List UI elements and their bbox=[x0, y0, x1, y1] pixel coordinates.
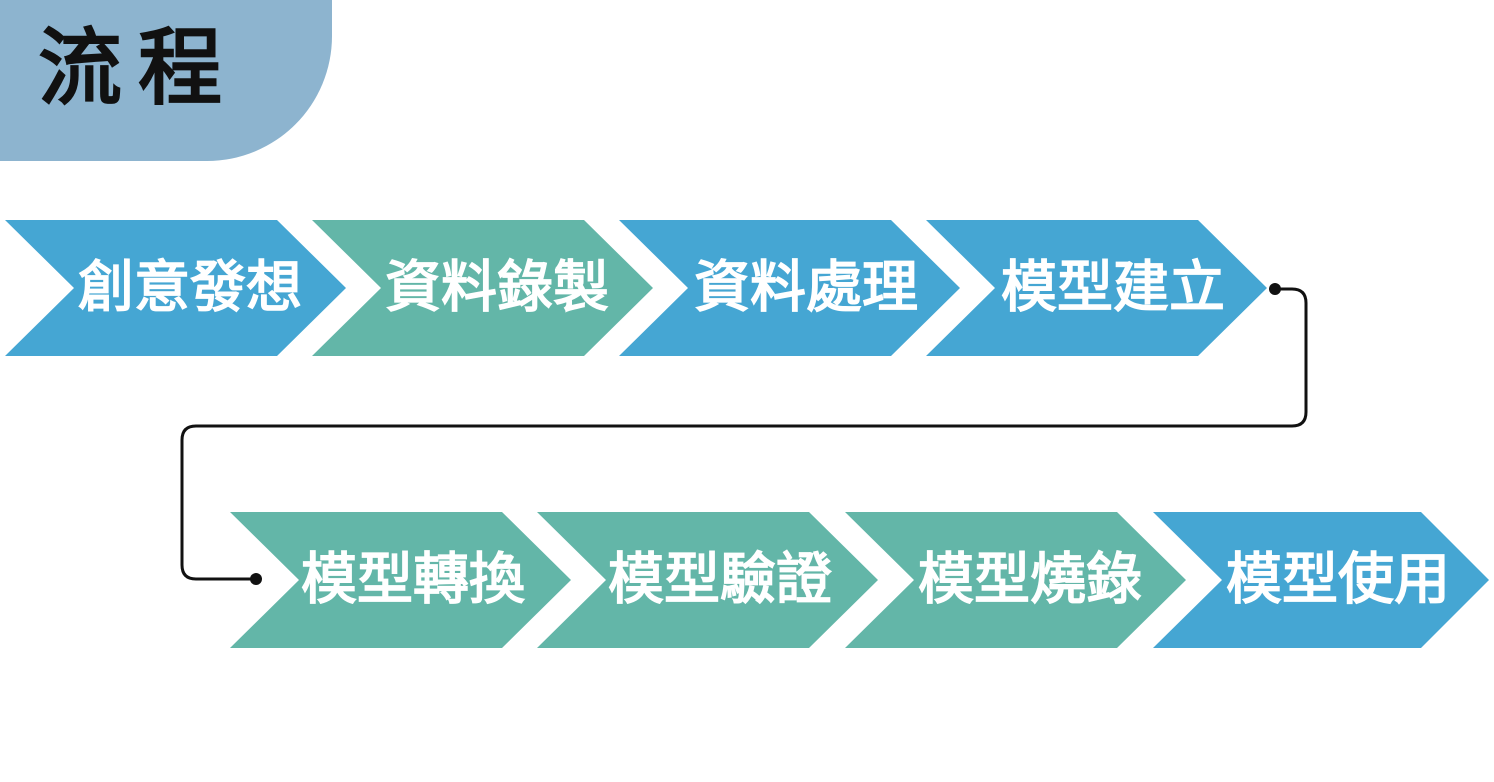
step-label: 模型使用 bbox=[1226, 548, 1450, 613]
flow-step-3: 資料處理 bbox=[619, 220, 960, 356]
chevron-shape bbox=[1153, 512, 1489, 648]
step-label: 模型燒錄 bbox=[918, 548, 1142, 613]
flow-step-2: 資料錄製 bbox=[312, 220, 653, 356]
chevron-shape bbox=[5, 220, 346, 356]
flow-step-1: 創意發想 bbox=[5, 220, 346, 356]
chevron-shape bbox=[845, 512, 1186, 648]
page-title: 流程 bbox=[38, 19, 239, 117]
step-label: 資料處理 bbox=[694, 256, 918, 321]
step-label: 模型轉換 bbox=[301, 548, 526, 613]
flow-connector bbox=[180, 287, 1308, 581]
flow-step-7: 模型燒錄 bbox=[845, 512, 1186, 648]
step-label: 資料錄製 bbox=[385, 256, 609, 321]
chevron-shape bbox=[312, 220, 653, 356]
step-label: 創意發想 bbox=[78, 256, 302, 321]
connector-end-dot bbox=[250, 573, 262, 585]
title-tab: 流程 bbox=[0, 0, 332, 161]
connector-start-dot bbox=[1269, 283, 1281, 295]
flow-step-4: 模型建立 bbox=[926, 220, 1267, 356]
step-label: 模型建立 bbox=[1001, 256, 1225, 321]
chevron-shape bbox=[619, 220, 960, 356]
chevron-shape bbox=[537, 512, 878, 648]
flow-step-8: 模型使用 bbox=[1153, 512, 1489, 648]
flow-step-6: 模型驗證 bbox=[537, 512, 878, 648]
chevron-shape bbox=[230, 512, 571, 648]
flow-step-5: 模型轉換 bbox=[230, 512, 571, 648]
chevron-shape bbox=[926, 220, 1267, 356]
step-label: 模型驗證 bbox=[608, 548, 833, 613]
